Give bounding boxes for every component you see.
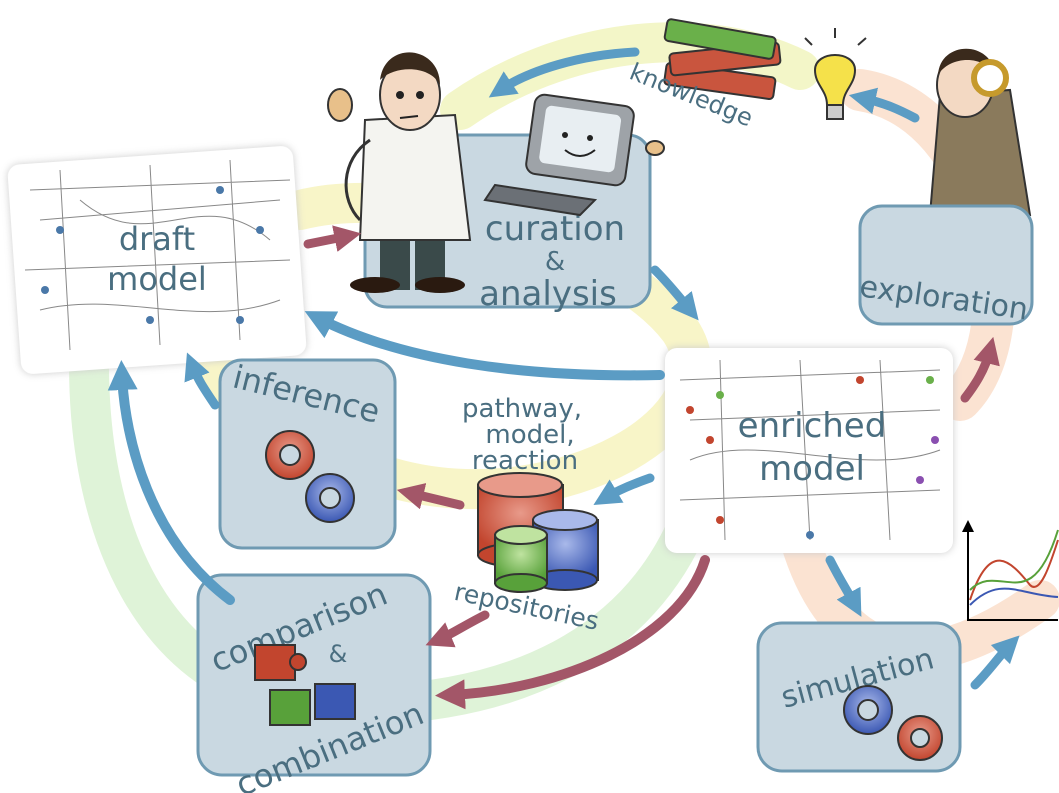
curation-label: curation: [485, 209, 625, 249]
enriched-model-card: enriched model: [665, 348, 953, 553]
database-icon: [477, 472, 599, 593]
comparison-combination-box: comparison & combination: [196, 573, 432, 793]
repositories: pathway, model, reaction repositories: [452, 394, 602, 636]
simulation-box: simulation: [756, 621, 962, 773]
light-bulb-icon: [804, 28, 867, 120]
arrows: [107, 47, 1020, 710]
arrow-enriched-to-comparison: [435, 555, 710, 710]
arrow-repos-to-comparison: [425, 610, 490, 648]
arrow-enriched-to-draft: [304, 311, 665, 381]
exploration-box: exploration: [857, 204, 1034, 328]
repo-model-label: model,: [485, 420, 574, 450]
analysis-label: analysis: [479, 274, 617, 314]
draft-model-label-1: draft: [119, 220, 195, 258]
comparison-ampersand: &: [329, 640, 348, 668]
arrow-bulb-from-scientist: [848, 87, 920, 123]
repo-pathway-label: pathway,: [462, 394, 582, 424]
puzzle-pieces-icon: [254, 644, 356, 726]
draft-model-label-2: model: [107, 260, 207, 298]
line-plot-icon: [962, 520, 1059, 621]
arrow-simulation-to-plot: [970, 635, 1020, 690]
scientist-stethoscope-icon: [327, 52, 472, 293]
arrow-enriched-to-simulation: [825, 555, 862, 617]
gears-icon: [843, 685, 943, 761]
enriched-model-label-2: model: [759, 449, 865, 489]
gears-icon: [265, 430, 355, 523]
arrow-knowledge-to-curation: [488, 47, 640, 98]
arrow-curation-to-enriched: [650, 265, 699, 321]
arrow-enriched-to-repos: [593, 473, 655, 505]
arrow-repos-to-inference: [396, 483, 465, 510]
repo-reaction-label: reaction: [472, 446, 578, 476]
arrow-enriched-to-exploration: [960, 336, 1000, 403]
inference-box: inference: [218, 358, 397, 550]
curation-ampersand: &: [545, 247, 565, 277]
computer-icon: [483, 93, 665, 217]
books-icon: [663, 18, 782, 101]
arrow-comparison-to-draft: [107, 360, 235, 605]
arrow-inference-to-draft: [184, 352, 220, 410]
enriched-model-label-1: enriched: [738, 406, 887, 446]
draft-model-card: draft model: [7, 146, 307, 374]
arrow-draft-to-curation: [303, 225, 362, 252]
